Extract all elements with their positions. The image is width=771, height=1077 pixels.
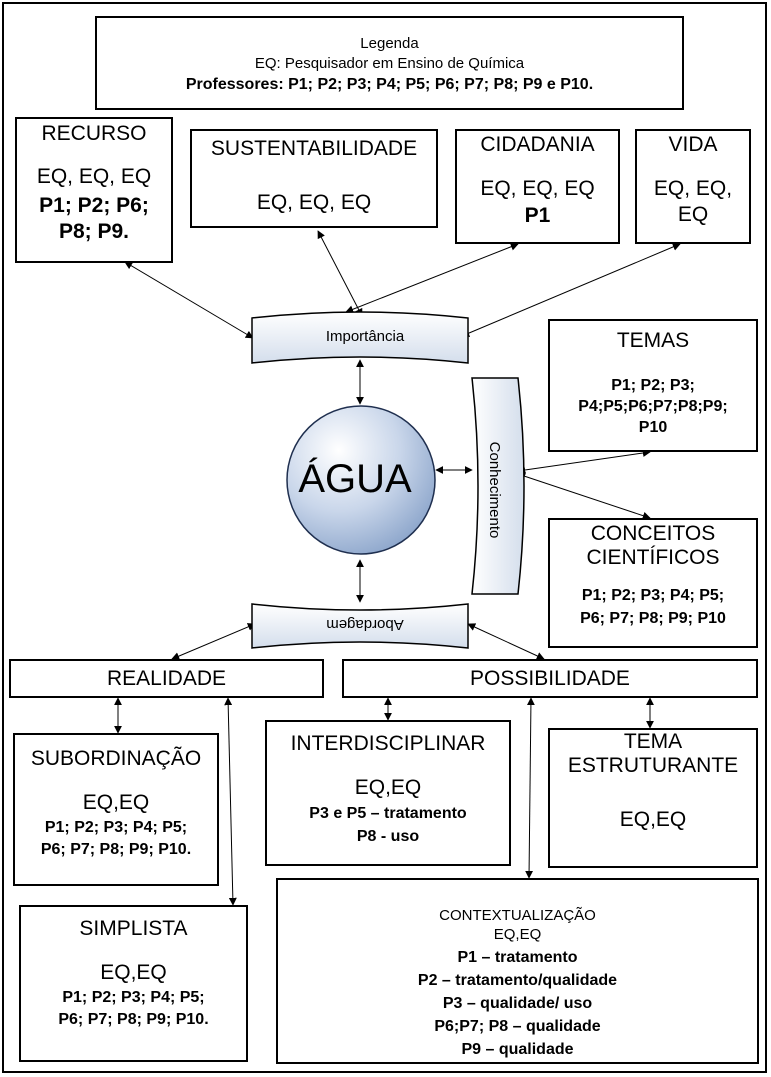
temas-box: TEMAS P1; P2; P3; P4;P5;P6;P7;P8;P9; P10 [548, 319, 758, 452]
conceitos-p2: P6; P7; P8; P9; P10 [580, 610, 726, 627]
cidadania-eq: EQ, EQ, EQ [480, 177, 595, 200]
abordagem-shape [251, 603, 469, 649]
tema-estruturante-eq: EQ,EQ [619, 808, 687, 831]
vida-title: VIDA [668, 133, 718, 156]
vida-eq1: EQ, EQ, [653, 177, 733, 200]
conhecimento-label: Conhecimento [486, 442, 503, 539]
contextualizacao-box: CONTEXTUALIZAÇÃO EQ,EQ P1 – tratamento P… [276, 878, 759, 1064]
conceitos-title1: CONCEITOS [590, 522, 716, 545]
arrow-conhecimento-conceitos [517, 472, 651, 520]
tema-estruturante-title1: TEMA [623, 730, 683, 753]
legend-eq: EQ: Pesquisador em Ensino de Química [254, 55, 525, 72]
tema-estruturante-box: TEMA ESTRUTURANTE EQ,EQ [548, 728, 758, 868]
tema-estruturante-title2: ESTRUTURANTE [567, 754, 739, 777]
contextualizacao-l2: P2 – tratamento/qualidade [417, 972, 618, 989]
simplista-p1: P1; P2; P3; P4; P5; [62, 989, 205, 1006]
contextualizacao-l5: P9 – qualidade [461, 1041, 574, 1058]
arrow-realidade-simplista [224, 697, 237, 906]
arrow-recurso-importancia [124, 261, 254, 339]
temas-p3: P10 [638, 419, 668, 436]
cidadania-box: CIDADANIA EQ, EQ, EQ P1 [455, 129, 620, 244]
arrow-cidadania-importancia [345, 242, 519, 314]
arrow-possibilidade-contextualizacao [525, 697, 535, 879]
legend-title: Legenda [360, 35, 419, 52]
contextualizacao-l3: P3 – qualidade/ uso [442, 995, 593, 1012]
recurso-p2: P8; P9. [58, 220, 130, 243]
temas-title: TEMAS [616, 329, 690, 352]
cidadania-p: P1 [524, 204, 551, 227]
subordinacao-eq: EQ,EQ [82, 791, 150, 814]
possibilidade-title: POSSIBILIDADE [470, 667, 630, 690]
agua-circle [286, 405, 436, 555]
subordinacao-p1: P1; P2; P3; P4; P5; [44, 819, 188, 836]
temas-p2: P4;P5;P6;P7;P8;P9; [578, 398, 728, 415]
agua-label: ÁGUA [298, 456, 412, 501]
conhecimento-shape [471, 377, 525, 595]
vida-box: VIDA EQ, EQ, EQ [635, 129, 751, 244]
interdisciplinar-title: INTERDISCIPLINAR [290, 732, 486, 755]
interdisciplinar-eq: EQ,EQ [354, 776, 422, 799]
contextualizacao-title: CONTEXTUALIZAÇÃO [439, 907, 596, 924]
vida-eq2: EQ [677, 203, 709, 226]
possibilidade-box: POSSIBILIDADE [342, 659, 758, 698]
interdisciplinar-p2: P8 - uso [356, 828, 420, 845]
importancia-label: Importância [326, 328, 405, 345]
interdisciplinar-box: INTERDISCIPLINAR EQ,EQ P3 e P5 – tratame… [265, 720, 511, 866]
simplista-box: SIMPLISTA EQ,EQ P1; P2; P3; P4; P5; P6; … [19, 905, 248, 1062]
contextualizacao-l1: P1 – tratamento [457, 949, 578, 966]
subordinacao-p2: P6; P7; P8; P9; P10. [40, 841, 192, 858]
arrow-conhecimento-temas [517, 449, 651, 474]
simplista-p2: P6; P7; P8; P9; P10. [58, 1011, 209, 1028]
realidade-title: REALIDADE [106, 667, 227, 690]
conceitos-title2: CIENTÍFICOS [586, 546, 720, 569]
importancia-shape [251, 311, 469, 364]
legend-professores: Professores: P1; P2; P3; P4; P5; P6; P7;… [185, 76, 594, 93]
simplista-title: SIMPLISTA [79, 917, 188, 940]
recurso-box: RECURSO EQ, EQ, EQ P1; P2; P6; P8; P9. [15, 117, 173, 263]
recurso-title: RECURSO [41, 122, 147, 145]
sustentabilidade-eq: EQ, EQ, EQ [256, 191, 372, 214]
arrow-sustentabilidade-importancia [317, 230, 363, 317]
contextualizacao-eq: EQ,EQ [493, 926, 542, 943]
subordinacao-title: SUBORDINAÇÃO [30, 747, 202, 770]
simplista-eq: EQ,EQ [100, 961, 167, 984]
temas-p1: P1; P2; P3; [611, 377, 695, 394]
conceitos-p1: P1; P2; P3; P4; P5; [581, 587, 725, 604]
realidade-box: REALIDADE [9, 659, 324, 698]
recurso-eq: EQ, EQ, EQ [36, 165, 152, 188]
contextualizacao-l4: P6;P7; P8 – qualidade [434, 1018, 601, 1035]
cidadania-title: CIDADANIA [480, 133, 595, 156]
sustentabilidade-box: SUSTENTABILIDADE EQ, EQ, EQ [190, 129, 438, 228]
legend-box: Legenda EQ: Pesquisador em Ensino de Quí… [95, 16, 684, 110]
sustentabilidade-title: SUSTENTABILIDADE [210, 137, 418, 160]
recurso-p1: P1; P2; P6; [39, 194, 149, 217]
subordinacao-box: SUBORDINAÇÃO EQ,EQ P1; P2; P3; P4; P5; P… [13, 733, 219, 886]
conceitos-box: CONCEITOS CIENTÍFICOS P1; P2; P3; P4; P5… [548, 518, 758, 648]
arrow-vida-importancia [461, 243, 681, 337]
arrow-abordagem-realidade [171, 623, 256, 660]
arrow-abordagem-possibilidade [467, 623, 545, 660]
abordagem-label: Abordagem [326, 616, 404, 633]
interdisciplinar-p1: P3 e P5 – tratamento [309, 805, 467, 822]
